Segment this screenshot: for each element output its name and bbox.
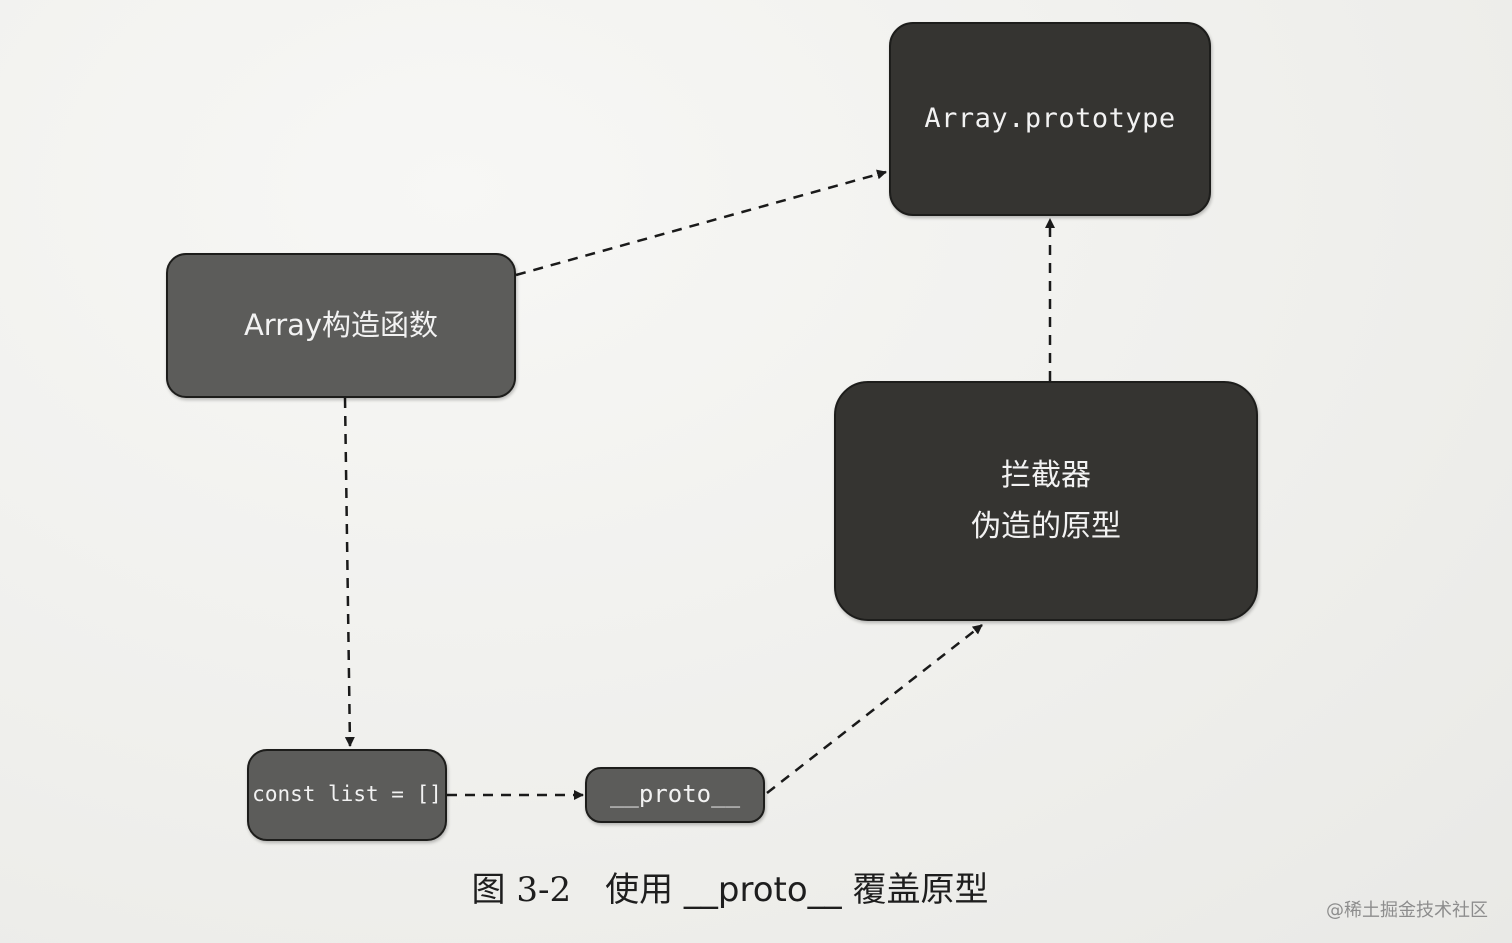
node-interceptor: 拦截器 伪造的原型 xyxy=(834,381,1258,621)
arrow-constructor-to-prototype xyxy=(515,169,887,277)
node-array-prototype-label: Array.prototype xyxy=(924,103,1176,135)
figure-caption: 图 3-2 使用 __proto__ 覆盖原型 xyxy=(0,862,1460,911)
node-interceptor-label-line2: 伪造的原型 xyxy=(971,509,1121,544)
node-array-constructor-label: Array构造函数 xyxy=(243,307,439,342)
figure-caption-number: 图 3-2 xyxy=(471,870,572,910)
node-interceptor-label-line1: 拦截器 xyxy=(1001,458,1091,493)
node-proto-label: __proto__ xyxy=(609,780,741,809)
figure-caption-text-after: 覆盖原型 xyxy=(841,870,989,910)
watermark: @稀土掘金技术社区 xyxy=(1326,900,1488,921)
arrow-proto-to-interceptor xyxy=(766,624,983,794)
figure-caption-code: __proto__ xyxy=(683,870,842,910)
node-const-list-label: const list = [] xyxy=(252,782,442,807)
figure-caption-text-before: 使用 xyxy=(605,870,684,910)
node-array-prototype: Array.prototype xyxy=(889,22,1211,216)
node-const-list: const list = [] xyxy=(247,749,447,841)
node-array-constructor: Array构造函数 xyxy=(166,253,516,398)
node-proto: __proto__ xyxy=(585,767,765,823)
arrow-constructor-to-list xyxy=(343,397,355,747)
